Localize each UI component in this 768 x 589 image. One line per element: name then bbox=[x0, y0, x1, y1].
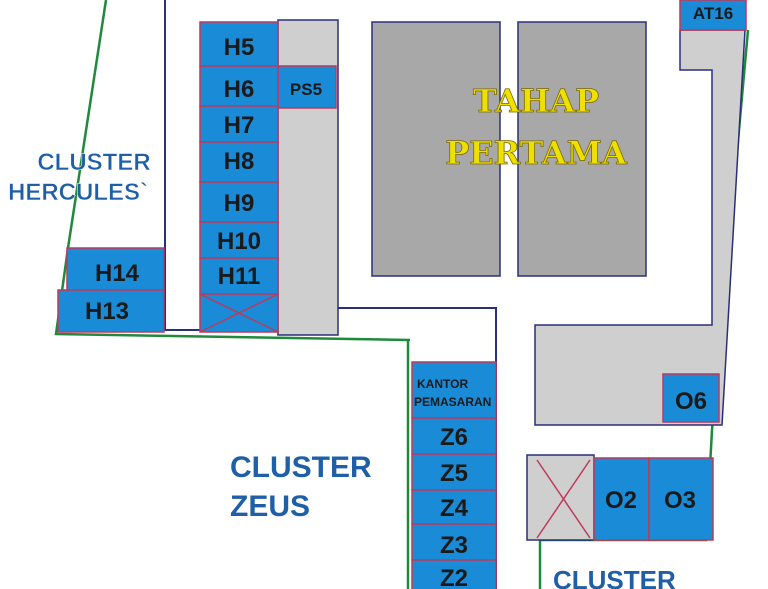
lot-h-empty-cross-b bbox=[199, 293, 279, 333]
zeus-lots bbox=[411, 361, 497, 589]
label-z5: Z5 bbox=[440, 460, 468, 487]
label-o2: O2 bbox=[605, 487, 637, 514]
label-ps5: PS5 bbox=[290, 80, 322, 99]
phase-one-area: TAHAP PERTAMA bbox=[371, 21, 647, 277]
hercules-lot-labels: H5 PS5 H6 H7 H8 H9 H10 H11 H14 H13 bbox=[85, 34, 322, 325]
label-h9: H9 bbox=[224, 190, 255, 217]
label-o3: O3 bbox=[664, 487, 696, 514]
right-lot-labels: AT16 O6 O2 O3 bbox=[605, 4, 733, 514]
cluster-hercules-line1: CLUSTER bbox=[37, 149, 150, 176]
label-z2: Z2 bbox=[440, 565, 468, 589]
label-h11: H11 bbox=[218, 263, 261, 290]
phase-label-line1: TAHAP bbox=[473, 82, 599, 120]
lot-z2[interactable] bbox=[411, 559, 497, 589]
label-h5: H5 bbox=[224, 34, 255, 61]
hercules-lots bbox=[57, 21, 337, 333]
label-at16: AT16 bbox=[693, 4, 733, 23]
road-right-corner bbox=[534, 29, 746, 426]
label-kantor-line1: KANTOR bbox=[417, 377, 468, 391]
phase-block-left bbox=[371, 21, 501, 277]
right-lots bbox=[593, 0, 747, 541]
lot-o3[interactable] bbox=[648, 457, 714, 541]
lot-at16[interactable] bbox=[679, 0, 747, 31]
label-kantor-line2: PEMASARAN bbox=[414, 395, 491, 409]
label-h14: H14 bbox=[95, 260, 140, 287]
lot-h13[interactable] bbox=[57, 289, 165, 333]
cluster-bottom-right: CLUSTER bbox=[553, 565, 676, 589]
lot-h14[interactable] bbox=[66, 247, 165, 291]
label-z3: Z3 bbox=[440, 532, 468, 559]
label-h13: H13 bbox=[85, 298, 129, 325]
cluster-zeus-line2: ZEUS bbox=[230, 490, 310, 523]
label-h10: H10 bbox=[217, 228, 261, 255]
zeus-lot-labels: KANTOR PEMASARAN Z6 Z5 Z4 Z3 Z2 bbox=[414, 377, 491, 589]
cluster-hercules-line2: HERCULES` bbox=[8, 179, 148, 206]
label-z6: Z6 bbox=[440, 424, 468, 451]
label-h8: H8 bbox=[224, 148, 255, 175]
cluster-labels: CLUSTER HERCULES` CLUSTER ZEUS CLUSTER bbox=[8, 149, 676, 589]
lot-h10[interactable] bbox=[199, 221, 279, 259]
road-edge-left bbox=[164, 0, 200, 331]
cluster-zeus-line1: CLUSTER bbox=[230, 451, 372, 484]
lot-o6[interactable] bbox=[662, 373, 720, 423]
lot-kantor-pemasaran[interactable] bbox=[411, 361, 497, 419]
phase-block-right bbox=[517, 21, 647, 277]
label-h6: H6 bbox=[224, 76, 255, 103]
lot-o2[interactable] bbox=[593, 457, 650, 541]
lot-ps5[interactable] bbox=[277, 65, 337, 109]
lot-h11[interactable] bbox=[199, 257, 279, 295]
lot-h5[interactable] bbox=[199, 21, 279, 67]
label-z4: Z4 bbox=[440, 495, 469, 522]
label-o6: O6 bbox=[675, 388, 707, 415]
lot-z6[interactable] bbox=[411, 417, 497, 455]
label-h7: H7 bbox=[224, 112, 255, 139]
lot-z5[interactable] bbox=[411, 453, 497, 491]
phase-label-line2: PERTAMA bbox=[445, 134, 628, 172]
road-cross-b bbox=[536, 459, 591, 539]
lot-h9[interactable] bbox=[199, 181, 279, 223]
